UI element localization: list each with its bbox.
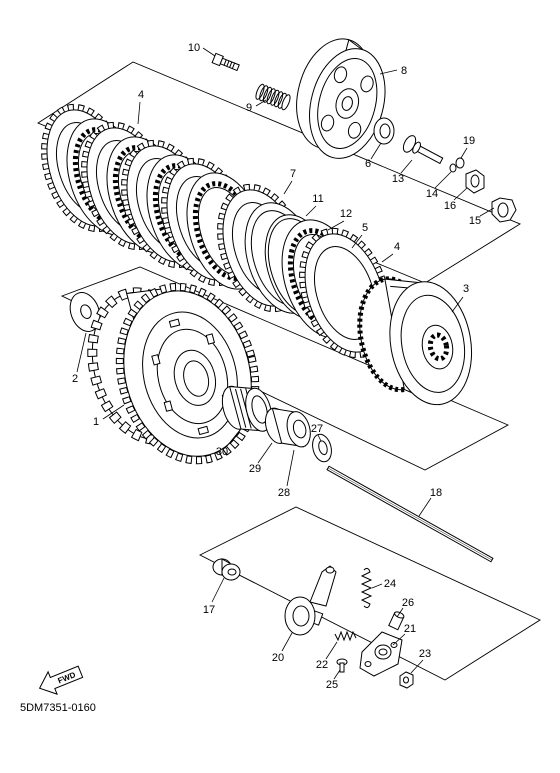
plate-stack — [41, 103, 266, 290]
washer — [449, 163, 457, 173]
panel-outline-middle — [60, 266, 510, 471]
spring — [255, 83, 291, 111]
leader-line — [102, 404, 125, 420]
callout-22: 22 — [316, 659, 328, 671]
leader-line — [257, 442, 273, 464]
callout-4-middle: 4 — [394, 241, 400, 253]
callout-26: 26 — [402, 597, 414, 609]
screw — [336, 658, 348, 673]
leader-line — [418, 497, 432, 517]
callout-24: 24 — [384, 578, 396, 590]
lock-washer — [491, 197, 517, 223]
callout-9: 9 — [246, 102, 252, 114]
return-spring — [360, 567, 373, 609]
release-lever — [284, 565, 337, 636]
primary-driven-gear — [87, 282, 260, 465]
callout-23: 23 — [419, 648, 431, 660]
callout-28: 28 — [278, 487, 290, 499]
callout-4-upper: 4 — [138, 89, 144, 101]
callout-14: 14 — [426, 188, 438, 200]
leader-line — [281, 632, 293, 652]
bushing — [212, 558, 241, 581]
callout-7: 7 — [290, 168, 296, 180]
callout-17: 17 — [203, 604, 215, 616]
callout-30: 30 — [216, 446, 228, 458]
nut-small — [399, 671, 414, 689]
callout-3: 3 — [463, 283, 469, 295]
leader-line — [305, 205, 317, 217]
spacer — [264, 407, 311, 448]
bolt — [211, 52, 240, 72]
leader-line — [379, 69, 398, 75]
callout-11: 11 — [312, 193, 323, 205]
leader-line — [325, 641, 338, 660]
leader-line — [453, 187, 468, 201]
bearing — [373, 117, 395, 145]
clutch-boss — [357, 276, 473, 406]
leader-line — [286, 449, 295, 487]
leader-line — [211, 577, 225, 603]
leader-line — [283, 180, 293, 195]
callout-27: 27 — [311, 423, 323, 435]
leader-lines — [76, 47, 495, 680]
leader-line — [460, 147, 468, 159]
fwd-arrow-icon: FWD — [38, 665, 84, 695]
callout-2: 2 — [72, 373, 78, 385]
leader-line — [327, 220, 345, 231]
leader-line — [137, 101, 141, 125]
washer — [455, 157, 465, 169]
callouts: 10 8 4 9 6 19 13 14 16 15 7 11 12 5 4 3 … — [72, 42, 481, 691]
leader-line — [381, 253, 394, 263]
push-rod-long — [326, 465, 494, 563]
leader-line — [392, 633, 406, 646]
callout-29: 29 — [249, 463, 261, 475]
washer-large — [69, 292, 101, 332]
leader-line — [76, 332, 87, 373]
leader-line — [371, 583, 383, 589]
leader-line — [255, 99, 267, 107]
small-washers — [449, 157, 465, 173]
leader-line — [351, 234, 363, 249]
callout-15: 15 — [469, 215, 481, 227]
leader-line — [451, 296, 464, 313]
callout-12: 12 — [340, 208, 352, 220]
leader-line — [434, 171, 452, 189]
push-rod-short — [402, 135, 444, 165]
leader-line — [370, 142, 382, 160]
pin — [388, 611, 405, 631]
callout-10: 10 — [188, 42, 200, 54]
callout-19: 19 — [463, 135, 475, 147]
nut — [465, 169, 485, 194]
leader-line — [333, 669, 341, 680]
callout-18: 18 — [430, 487, 442, 499]
callout-1: 1 — [93, 416, 99, 428]
pressure-plate — [296, 38, 386, 159]
leader-line — [410, 659, 424, 674]
callout-13: 13 — [392, 173, 404, 185]
lever-plate — [359, 631, 403, 677]
callout-25: 25 — [326, 679, 338, 691]
leader-line — [396, 607, 404, 618]
leader-line — [202, 47, 216, 57]
leader-line — [317, 434, 322, 442]
leader-line — [400, 159, 413, 174]
callout-20: 20 — [272, 652, 284, 664]
callout-6: 6 — [365, 158, 371, 170]
callout-21: 21 — [404, 623, 416, 635]
part-code: 5DM7351-0160 — [20, 702, 96, 714]
callout-5: 5 — [362, 222, 368, 234]
small-spring — [334, 630, 357, 642]
callout-8: 8 — [401, 65, 407, 77]
leader-line — [479, 207, 495, 217]
thrust-washer — [312, 433, 332, 463]
panel-outline-lower — [199, 506, 541, 681]
callout-16: 16 — [444, 200, 456, 212]
leader-line — [226, 429, 241, 447]
